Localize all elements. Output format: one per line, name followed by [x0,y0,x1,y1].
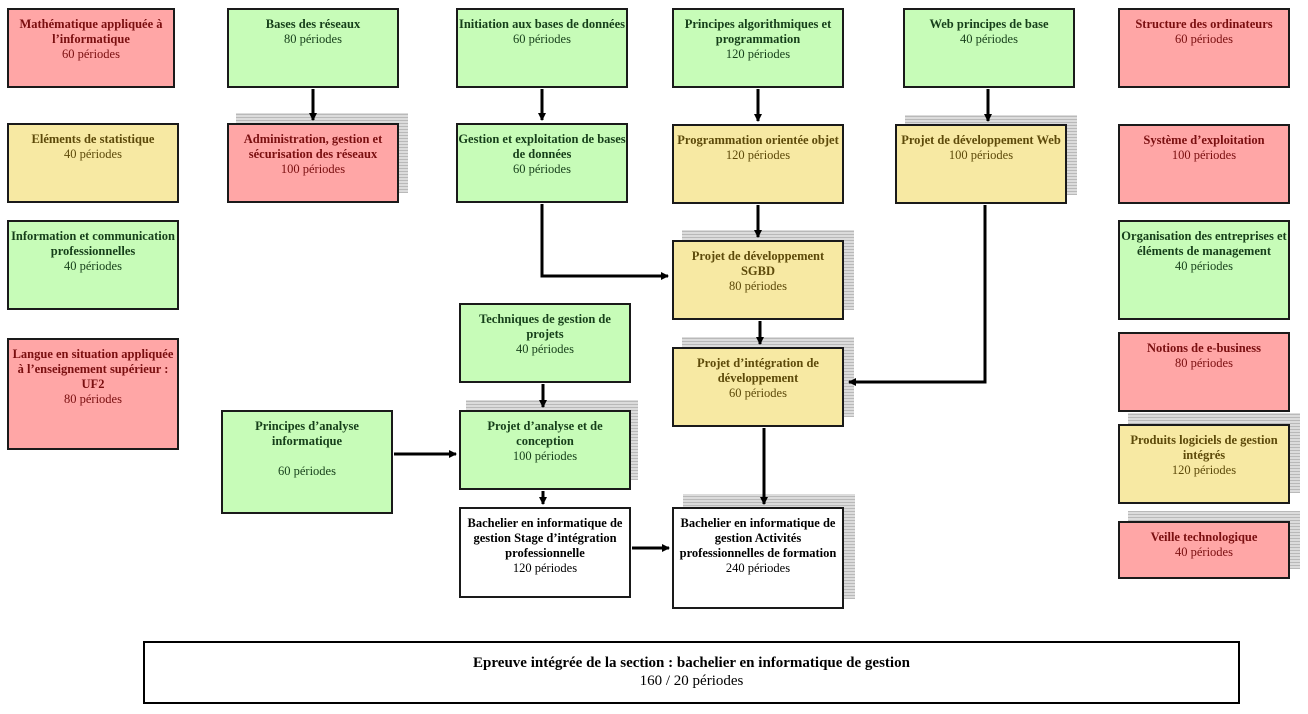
module-title: Structure des ordinateurs [1135,17,1273,31]
module-title: Langue en situation appliquée à l’enseig… [12,347,174,391]
arrow-projet-web-to-integration [848,205,987,386]
module-box-gestion-projets: Techniques de gestion de projets 40 péri… [459,303,631,383]
module-title: Gestion et exploitation de bases de donn… [458,132,626,161]
module-box-organisation-entreprises: Organisation des entreprises et éléments… [1118,220,1290,320]
module-periods: 60 périodes [62,47,120,61]
module-box-mathematique: Mathématique appliquée à l’informatique … [7,8,175,88]
module-box-statistique: Eléments de statistique 40 périodes [7,123,179,203]
module-box-stage-integration: Bachelier en informatique de gestion Sta… [459,507,631,598]
module-box-langue: Langue en situation appliquée à l’enseig… [7,338,179,450]
module-title: Système d’exploitation [1143,133,1265,147]
module-title: Eléments de statistique [31,132,155,146]
module-title: Principes algorithmiques et programmatio… [684,17,832,46]
module-title: Techniques de gestion de projets [479,312,611,341]
module-title: Bachelier en informatique de gestion Sta… [467,516,623,560]
module-periods: 40 périodes [960,32,1018,46]
module-periods: 100 périodes [280,162,346,176]
module-box-gestion-bd: Gestion et exploitation de bases de donn… [456,123,628,203]
module-periods: 60 périodes [1175,32,1233,46]
module-periods: 120 périodes [1171,463,1237,477]
module-periods: 40 périodes [516,342,574,356]
module-box-activites-professionnelles: Bachelier en informatique de gestion Act… [672,507,844,609]
module-periods: 120 périodes [725,47,791,61]
epreuve-periods: 160 / 20 périodes [639,673,744,689]
module-periods: 40 périodes [1175,545,1233,559]
module-periods: 80 périodes [1175,356,1233,370]
module-periods: 80 périodes [284,32,342,46]
module-box-initiation-bd: Initiation aux bases de données 60 pério… [456,8,628,88]
module-box-projet-sgbd: Projet de développement SGBD 80 périodes [672,240,844,320]
module-title: Programmation orientée objet [677,133,839,147]
module-box-algorithmique: Principes algorithmiques et programmatio… [672,8,844,88]
module-title: Bases des réseaux [265,17,361,31]
module-periods: 40 périodes [64,147,122,161]
module-periods: 80 périodes [64,392,122,406]
module-periods: 40 périodes [1175,259,1233,273]
module-periods: 60 périodes [278,464,336,478]
epreuve-integree-box: Epreuve intégrée de la section : bacheli… [143,641,1240,704]
module-box-bases-reseaux: Bases des réseaux 80 périodes [227,8,399,88]
module-title: Administration, gestion et sécurisation … [243,132,383,161]
module-periods: 100 périodes [948,148,1014,162]
module-title: Web principes de base [929,17,1049,31]
module-periods: 240 périodes [725,561,791,575]
module-box-projet-web: Projet de développement Web 100 périodes [895,124,1067,204]
module-title: Projet d’analyse et de conception [487,419,603,448]
module-box-structure-ordinateurs: Structure des ordinateurs 60 périodes [1118,8,1290,88]
module-periods: 60 périodes [729,386,787,400]
module-periods: 60 périodes [513,32,571,46]
module-periods: 80 périodes [729,279,787,293]
module-title: Produits logiciels de gestion intégrés [1130,433,1278,462]
module-title: Projet d’intégration de développement [697,356,819,385]
epreuve-title: Epreuve intégrée de la section : bacheli… [473,655,910,671]
module-box-information-communication: Information et communication professionn… [7,220,179,310]
module-title: Principes d’analyse informatique [255,419,359,448]
module-periods: 120 périodes [725,148,791,162]
module-box-produits-logiciels: Produits logiciels de gestion intégrés 1… [1118,424,1290,504]
module-box-administration-reseaux: Administration, gestion et sécurisation … [227,123,399,203]
module-periods: 40 périodes [64,259,122,273]
module-box-analyse-informatique: Principes d’analyse informatique 60 péri… [221,410,393,514]
module-title: Notions de e-business [1147,341,1261,355]
module-box-projet-integration: Projet d’intégration de développement 60… [672,347,844,427]
module-periods: 100 périodes [1171,148,1237,162]
module-box-poo: Programmation orientée objet 120 période… [672,124,844,204]
module-box-web-base: Web principes de base 40 périodes [903,8,1075,88]
module-title: Projet de développement SGBD [691,249,825,278]
module-title: Information et communication professionn… [11,229,175,258]
module-title: Organisation des entreprises et éléments… [1121,229,1287,258]
module-periods: 60 périodes [513,162,571,176]
module-title: Mathématique appliquée à l’informatique [19,17,163,46]
module-box-veille-technologique: Veille technologique 40 périodes [1118,521,1290,579]
module-periods: 120 périodes [512,561,578,575]
module-title: Bachelier en informatique de gestion Act… [679,516,837,560]
module-title: Initiation aux bases de données [458,17,625,31]
module-title: Projet de développement Web [901,133,1061,147]
module-title: Veille technologique [1150,530,1258,544]
module-box-e-business: Notions de e-business 80 périodes [1118,332,1290,412]
module-box-analyse-conception: Projet d’analyse et de conception 100 pé… [459,410,631,490]
module-periods: 100 périodes [512,449,578,463]
arrow-gestion-bd-to-sgbd [540,204,669,280]
module-box-systeme-exploitation: Système d’exploitation 100 périodes [1118,124,1290,204]
